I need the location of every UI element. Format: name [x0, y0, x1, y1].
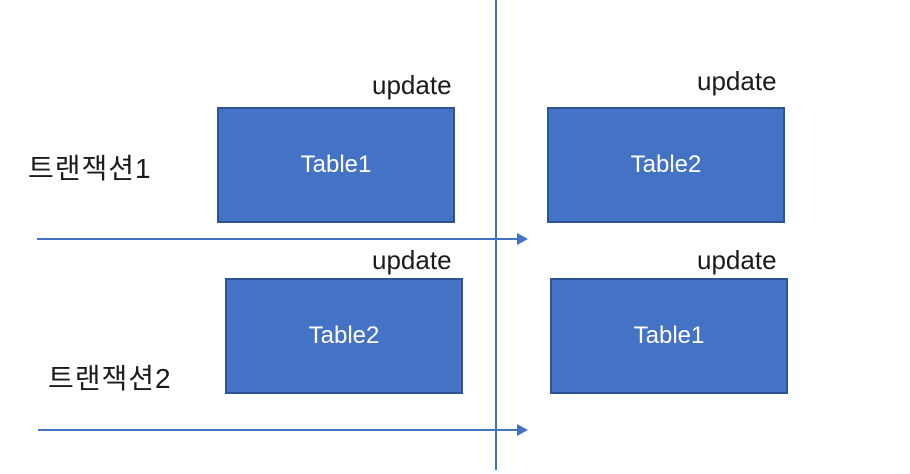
- lane2-step2-update-label: update: [697, 245, 777, 275]
- lane1-timeline-arrow-line: [37, 238, 519, 240]
- lane1-step1-update-label: update: [372, 70, 452, 100]
- lane2-step2-table-box: Table1: [550, 278, 788, 394]
- lane1-step2-table-box: Table2: [547, 107, 785, 223]
- lane2-step1-table-label: Table2: [308, 322, 380, 349]
- lane2-timeline-arrow-line: [38, 429, 519, 431]
- lane1-label: 트랜잭션1: [28, 153, 152, 184]
- lane2-timeline-arrowhead-icon: [517, 424, 528, 436]
- lane1-step2-table-label: Table2: [630, 151, 702, 178]
- lane1-step2-update-label: update: [697, 66, 777, 96]
- lane1-step1-table-label: Table1: [300, 151, 372, 178]
- lane2-step2-table-label: Table1: [633, 322, 705, 349]
- lane1-step1-table-box: Table1: [217, 107, 455, 223]
- lane2-label: 트랜잭션2: [48, 363, 172, 394]
- vertical-divider-line: [495, 0, 497, 470]
- lane2-step1-table-box: Table2: [225, 278, 463, 394]
- lane1-timeline-arrowhead-icon: [517, 233, 528, 245]
- lane2-step1-update-label: update: [372, 245, 452, 275]
